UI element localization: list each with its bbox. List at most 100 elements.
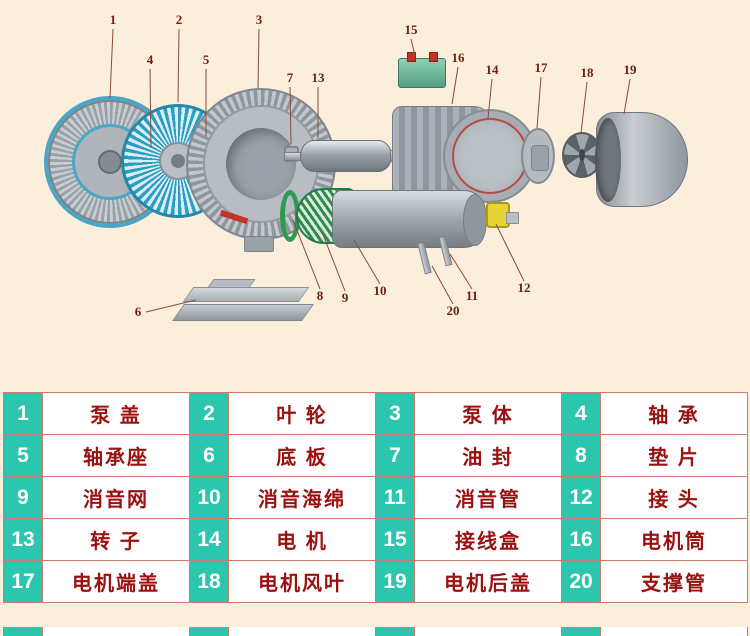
partial-badge bbox=[376, 627, 415, 636]
connector bbox=[486, 202, 519, 228]
part-number-badge: 18 bbox=[190, 561, 229, 602]
part-number-badge: 19 bbox=[376, 561, 415, 602]
part-name-label: 电机筒 bbox=[641, 531, 707, 553]
leader-line bbox=[451, 66, 459, 105]
part-entry-5: 5 轴承座 bbox=[4, 435, 190, 477]
junction-box bbox=[398, 52, 446, 88]
partial-badge bbox=[190, 627, 229, 636]
part-number-badge: 1 bbox=[4, 393, 43, 434]
callout-10: 10 bbox=[374, 283, 387, 298]
base-plate-bottom bbox=[172, 304, 314, 321]
callout-19: 19 bbox=[624, 62, 638, 77]
partial-cell bbox=[190, 627, 376, 636]
leader-line bbox=[580, 81, 588, 134]
callout-8: 8 bbox=[317, 288, 324, 303]
callout-17: 17 bbox=[535, 60, 549, 75]
callout-18: 18 bbox=[581, 65, 595, 80]
part-name-label: 转 子 bbox=[90, 531, 142, 553]
part-number-badge: 13 bbox=[4, 519, 43, 560]
part-entry-11: 11 消音管 bbox=[376, 477, 562, 519]
part-number-badge: 17 bbox=[4, 561, 43, 602]
part-number-badge: 5 bbox=[4, 435, 43, 476]
part-number-badge: 15 bbox=[376, 519, 415, 560]
part-entry-20: 20 支撑管 bbox=[562, 561, 748, 603]
motor-end-cover bbox=[521, 128, 555, 184]
pump-body-foot bbox=[244, 236, 274, 252]
part-entry-2: 2 叶 轮 bbox=[190, 393, 376, 435]
silencer-drum-end bbox=[463, 194, 487, 246]
partial-cell bbox=[562, 627, 748, 636]
part-name-label: 支撑管 bbox=[641, 573, 707, 595]
part-name-label: 消音管 bbox=[455, 489, 521, 511]
pump-cover-hub bbox=[98, 150, 122, 174]
partial-label bbox=[415, 627, 561, 636]
part-number-badge: 8 bbox=[562, 435, 601, 476]
part-number-badge: 2 bbox=[190, 393, 229, 434]
motor-fan-hub bbox=[579, 149, 585, 161]
callout-13: 13 bbox=[312, 70, 326, 85]
partial-label bbox=[43, 627, 189, 636]
motor-end-cover-inner bbox=[531, 145, 549, 171]
junction-box-terminal bbox=[407, 52, 416, 62]
part-number-badge: 20 bbox=[562, 561, 601, 602]
part-number-badge: 9 bbox=[4, 477, 43, 518]
base-plate-top bbox=[182, 287, 310, 302]
part-number-badge: 11 bbox=[376, 477, 415, 518]
leader-line bbox=[495, 223, 525, 282]
part-name-label: 垫 片 bbox=[648, 447, 700, 469]
leader-line bbox=[257, 28, 260, 89]
leader-line bbox=[431, 265, 454, 305]
callout-20: 20 bbox=[447, 303, 460, 318]
pump-body-bore bbox=[226, 128, 296, 200]
part-number-badge: 16 bbox=[562, 519, 601, 560]
part-entry-6: 6 底 板 bbox=[190, 435, 376, 477]
partial-badge bbox=[562, 627, 601, 636]
part-entry-4: 4 轴 承 bbox=[562, 393, 748, 435]
motor-rear-cover-opening bbox=[595, 118, 621, 202]
rotor bbox=[300, 140, 392, 172]
part-number-badge: 14 bbox=[190, 519, 229, 560]
part-entry-8: 8 垫 片 bbox=[562, 435, 748, 477]
part-name-label: 叶 轮 bbox=[276, 405, 328, 427]
callout-16: 16 bbox=[452, 50, 466, 65]
part-name-label: 轴 承 bbox=[648, 405, 700, 427]
table-partial-next-row bbox=[3, 627, 748, 636]
part-name-label: 消音海绵 bbox=[258, 489, 346, 511]
leader-line bbox=[109, 28, 114, 99]
callout-12: 12 bbox=[518, 280, 531, 295]
part-number-badge: 6 bbox=[190, 435, 229, 476]
part-name-label: 油 封 bbox=[462, 447, 514, 469]
impeller-shaft-hole bbox=[171, 154, 185, 168]
partial-cell bbox=[376, 627, 562, 636]
part-name-label: 泵 体 bbox=[462, 405, 514, 427]
silencer-sponge-drum bbox=[332, 190, 487, 248]
part-entry-9: 9 消音网 bbox=[4, 477, 190, 519]
leader-line bbox=[623, 78, 631, 115]
part-name-label: 消音网 bbox=[83, 489, 149, 511]
callout-11: 11 bbox=[466, 288, 478, 303]
part-name-label: 底 板 bbox=[276, 447, 328, 469]
leader-line bbox=[177, 28, 180, 103]
leader-line bbox=[449, 253, 473, 290]
part-name-label: 泵 盖 bbox=[90, 405, 142, 427]
partial-badge bbox=[4, 627, 43, 636]
callout-15: 15 bbox=[405, 22, 419, 37]
part-name-label: 轴承座 bbox=[83, 447, 149, 469]
partial-label bbox=[601, 627, 747, 636]
partial-cell bbox=[4, 627, 190, 636]
callout-14: 14 bbox=[486, 62, 500, 77]
exploded-view-diagram: 1 2 3 4 5 6 7 8 9 10 11 12 13 14 15 16 1… bbox=[44, 12, 688, 321]
callout-7: 7 bbox=[287, 70, 294, 85]
part-number-badge: 4 bbox=[562, 393, 601, 434]
part-entry-16: 16 电机筒 bbox=[562, 519, 748, 561]
part-entry-1: 1 泵 盖 bbox=[4, 393, 190, 435]
